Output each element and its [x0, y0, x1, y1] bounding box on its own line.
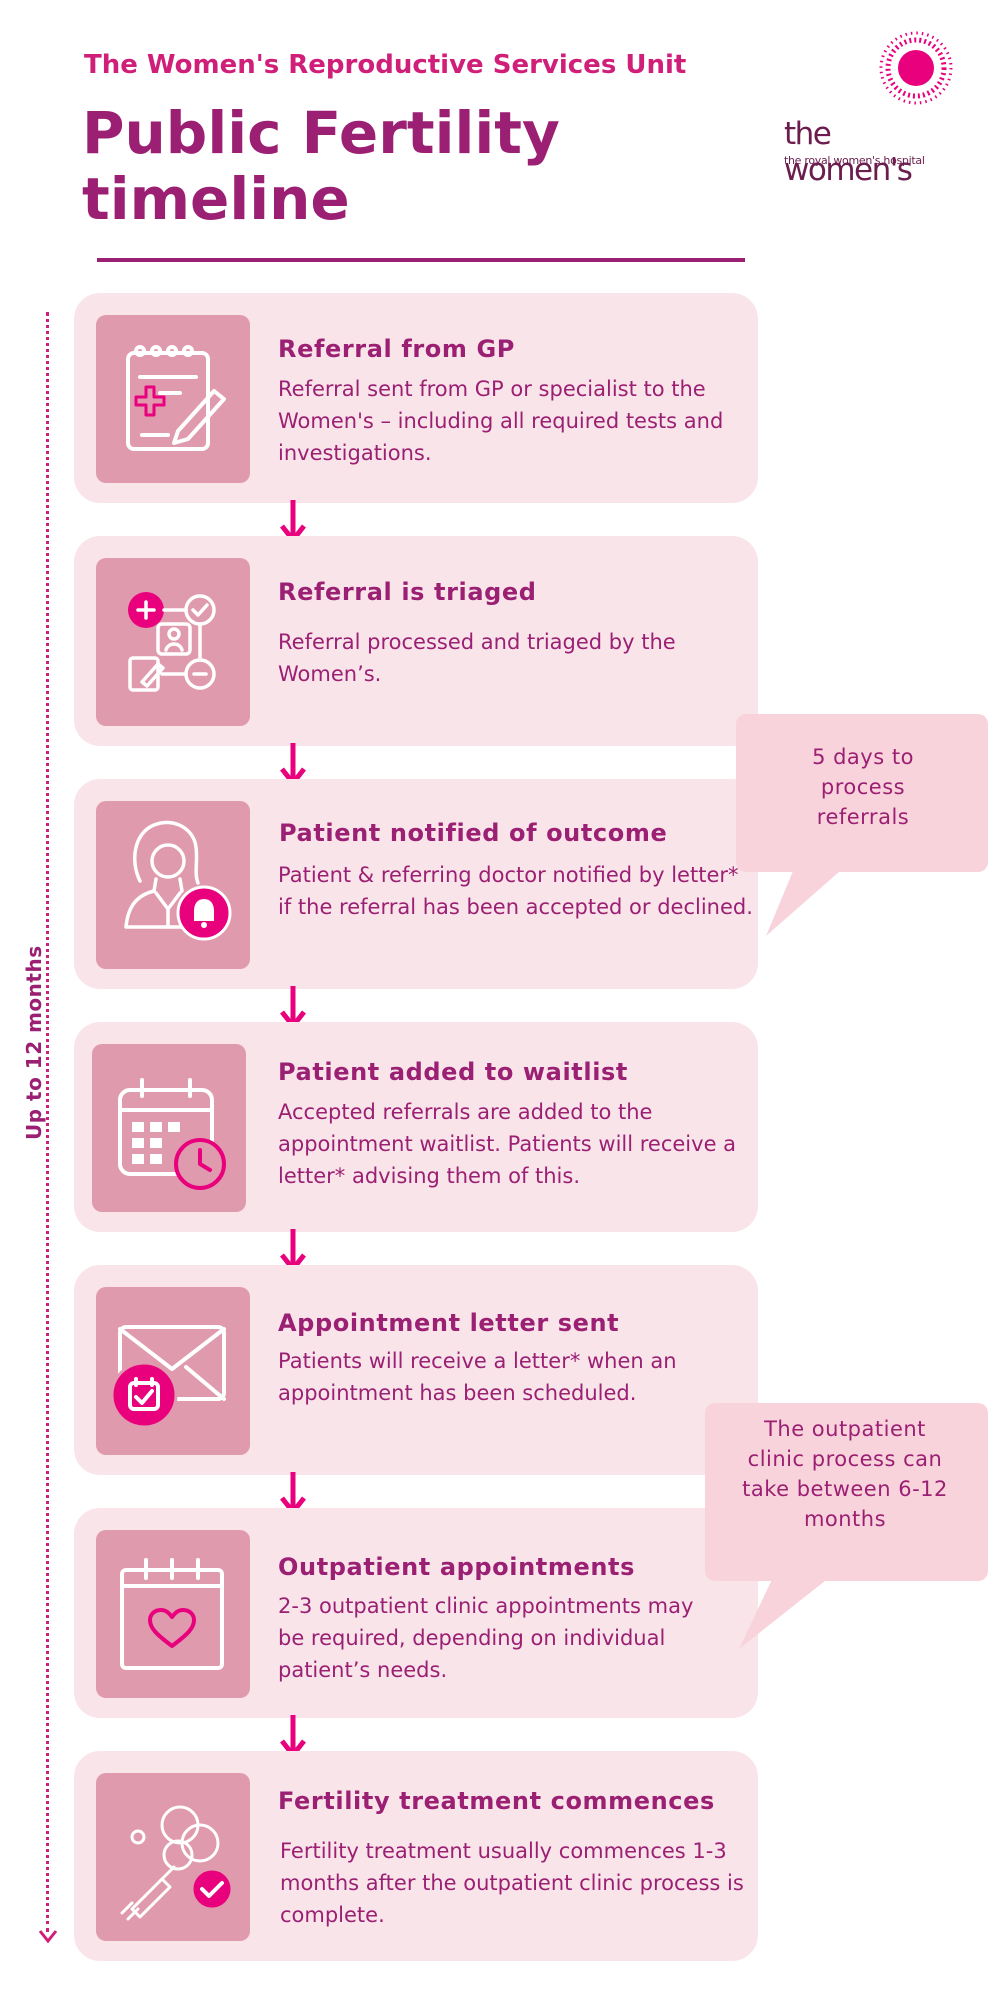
icon-tile	[96, 558, 250, 726]
step-card: Referral from GP Referral sent from GP o…	[74, 293, 758, 503]
icon-tile	[96, 1530, 250, 1698]
step-title: Fertility treatment commences	[278, 1787, 715, 1815]
timeline-arrowhead-icon	[38, 1930, 58, 1944]
triage-flow-icon	[128, 592, 216, 692]
icon-tile	[96, 315, 250, 483]
step-card: Appointment letter sent Patients will re…	[74, 1265, 758, 1475]
step-title: Patient added to waitlist	[278, 1058, 628, 1086]
step-description: Fertility treatment usually commences 1-…	[280, 1839, 744, 1927]
logo-wordmark: the women's	[784, 116, 913, 188]
callout-text: The outpatient clinic process can take b…	[742, 1417, 948, 1531]
step-card: Patient notified of outcome Patient & re…	[74, 779, 758, 989]
title-rule	[97, 258, 745, 262]
step-card: Outpatient appointments 2-3 outpatient c…	[74, 1508, 758, 1718]
step-description: Patients will receive a letter* when an …	[278, 1349, 677, 1405]
step-card: Referral is triaged Referral processed a…	[74, 536, 758, 746]
clipboard-pen-icon	[126, 345, 226, 451]
step-description: Referral processed and triaged by the Wo…	[278, 630, 676, 686]
icon-tile	[92, 1044, 246, 1212]
step-title: Referral is triaged	[278, 578, 537, 606]
icon-tile	[96, 1773, 250, 1941]
icon-tile	[96, 801, 250, 969]
syringe-cells-icon	[120, 1805, 234, 1921]
doctor-bell-icon	[124, 820, 232, 941]
calendar-heart-icon	[120, 1558, 224, 1670]
callout-bubble	[736, 714, 988, 936]
step-title: Appointment letter sent	[278, 1309, 620, 1337]
step-title: Referral from GP	[278, 335, 515, 363]
step-card: Fertility treatment commences Fertility …	[74, 1751, 758, 1961]
calendar-clock-icon	[118, 1078, 226, 1190]
logo-subtitle: the royal women's hospital	[784, 154, 925, 167]
step-title: Outpatient appointments	[278, 1553, 635, 1581]
logo: the women's the royal women's hospital	[780, 28, 960, 188]
page-title: Public Fertility timeline	[82, 99, 560, 233]
icon-tile	[96, 1287, 250, 1455]
callout-bubble	[705, 1403, 988, 1649]
step-description: 2-3 outpatient clinic appointments may b…	[278, 1594, 694, 1682]
logo-mark-icon	[879, 31, 953, 105]
unit-title: The Women's Reproductive Services Unit	[84, 50, 687, 80]
step-description: Patient & referring doctor notified by l…	[278, 863, 753, 919]
step-title: Patient notified of outcome	[279, 819, 668, 847]
step-card: Patient added to waitlist Accepted refer…	[74, 1022, 758, 1232]
envelope-calendar-icon	[110, 1325, 226, 1429]
callout-text: 5 days to process referrals	[812, 745, 914, 829]
step-description: Accepted referrals are added to the appo…	[278, 1100, 737, 1188]
timeline-label: Up to 12 months	[22, 945, 46, 1140]
step-description: Referral sent from GP or specialist to t…	[278, 377, 724, 465]
timeline-line	[46, 312, 49, 1932]
